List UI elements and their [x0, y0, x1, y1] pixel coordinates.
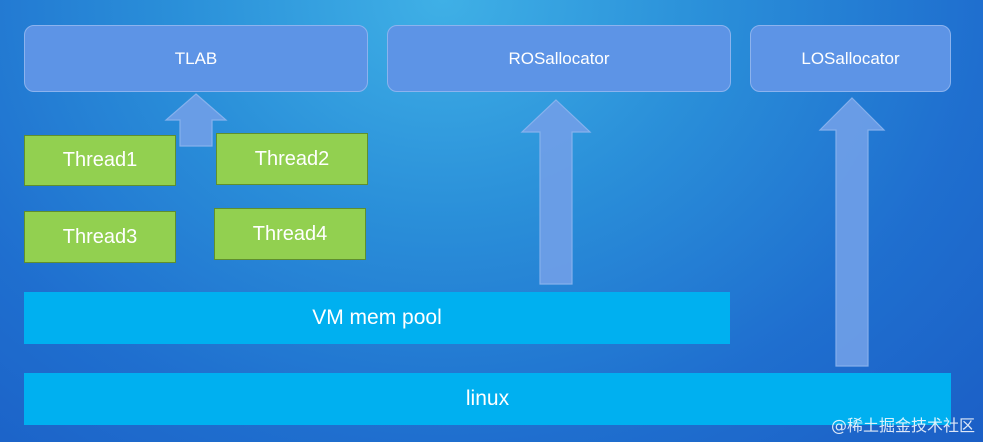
ros-arrow-icon	[520, 99, 592, 285]
linux-bar: linux	[24, 373, 951, 425]
thread4-box: Thread4	[214, 208, 366, 260]
thread1-box: Thread1	[24, 135, 176, 186]
vm-mem-pool-bar: VM mem pool	[24, 292, 730, 344]
watermark-text: @稀土掘金技术社区	[830, 416, 975, 435]
tlab-label: TLAB	[174, 48, 218, 68]
ros-allocator-box: ROSallocator	[387, 25, 731, 92]
tlab-box: TLAB	[24, 25, 368, 92]
vm-mem-pool-label: VM mem pool	[312, 306, 442, 329]
thread1-label: Thread1	[62, 149, 138, 171]
thread2-box: Thread2	[216, 133, 368, 185]
thread3-box: Thread3	[24, 211, 176, 263]
thread4-label: Thread4	[252, 222, 328, 245]
ros-allocator-label: ROSallocator	[508, 48, 610, 68]
thread2-label: Thread2	[254, 147, 330, 170]
los-arrow-icon	[818, 97, 886, 367]
los-allocator-box: LOSallocator	[750, 25, 951, 92]
linux-label: linux	[465, 387, 510, 410]
los-allocator-label: LOSallocator	[801, 48, 900, 68]
thread3-label: Thread3	[62, 225, 138, 248]
